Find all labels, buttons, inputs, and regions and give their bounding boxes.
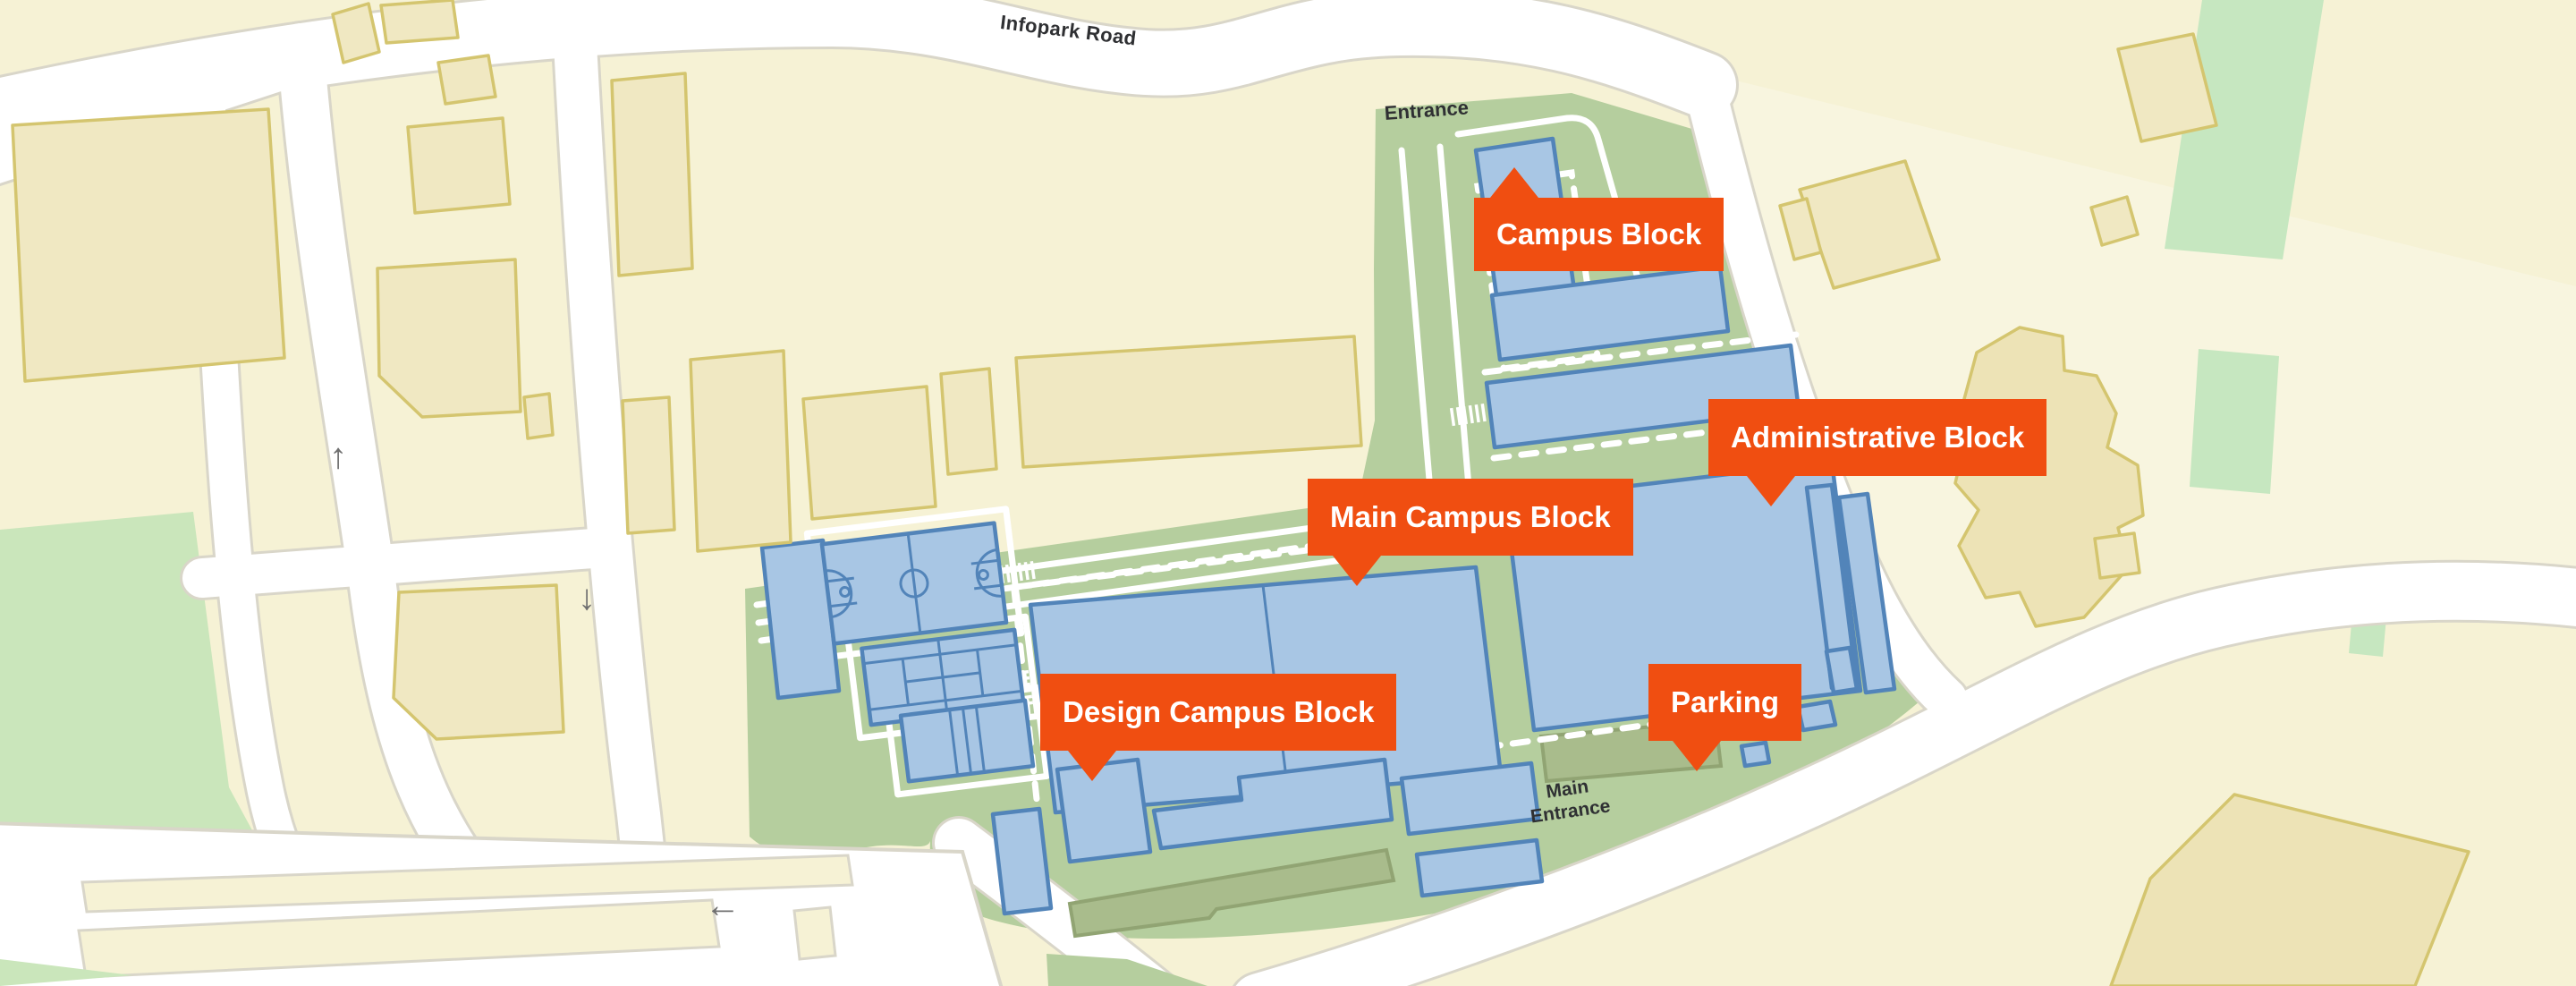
city-building (331, 2, 381, 64)
pool-building (759, 538, 842, 701)
green-sliver (0, 959, 132, 986)
campus-building (1795, 699, 1838, 733)
city-building (1014, 335, 1363, 469)
city-building (689, 349, 792, 553)
city-building (1798, 159, 1941, 290)
marker-campus-block-label: Campus Block (1496, 217, 1702, 251)
marker-design-campus-block-label: Design Campus Block (1063, 695, 1375, 728)
marker-main-campus-block[interactable]: Main Campus Block (1308, 479, 1633, 586)
city-building (406, 116, 512, 215)
campus-building (1824, 645, 1860, 695)
road-median (77, 898, 721, 979)
campus-building (1399, 761, 1541, 837)
volleyball-court (898, 698, 1036, 784)
marker-campus-block[interactable]: Campus Block (1474, 167, 1724, 271)
tennis-court (860, 627, 1026, 727)
campus-building (1489, 264, 1731, 362)
marker-design-campus-block[interactable]: Design Campus Block (1040, 674, 1397, 781)
crosswalk (1449, 403, 1487, 427)
green-patch (2190, 349, 2279, 494)
arrow-up-icon: ↑ (329, 437, 347, 476)
campus-building (1836, 491, 1897, 695)
arrow-left-icon: ← (705, 886, 741, 925)
city-building (379, 0, 460, 45)
city-building (376, 258, 522, 419)
marker-administrative-block[interactable]: Administrative Block (1708, 399, 2047, 506)
campus-building (990, 806, 1054, 916)
basketball-court (819, 521, 1009, 646)
city-building (621, 395, 676, 535)
marker-parking[interactable]: Parking (1648, 664, 1802, 771)
city-building (1778, 197, 1823, 261)
city-building (2093, 531, 2141, 580)
marker-main-campus-block-label: Main Campus Block (1330, 500, 1611, 533)
road (551, 0, 665, 885)
city-building (392, 583, 565, 741)
city-building (939, 367, 998, 476)
main-entrance-road (1235, 562, 2576, 986)
city-building (801, 385, 937, 521)
marker-parking-label: Parking (1671, 685, 1780, 718)
green-sliver (1046, 954, 1208, 986)
arrow-down-icon: ↓ (578, 578, 596, 617)
marker-administrative-block-label: Administrative Block (1731, 421, 2025, 454)
road (182, 528, 624, 598)
city-building (11, 107, 286, 383)
city-building (436, 54, 497, 106)
green-patch (2165, 0, 2324, 259)
city-buildings (11, 0, 2470, 986)
road-median (792, 905, 837, 961)
city-building (2116, 32, 2218, 143)
campus-building (1151, 757, 1394, 851)
campus-building (1414, 837, 1545, 898)
city-building (2109, 793, 2470, 986)
city-building (2089, 195, 2140, 247)
campus-building (1739, 740, 1772, 769)
parking-strip (1067, 847, 1396, 939)
city-building (522, 392, 555, 440)
city-building (610, 72, 694, 277)
road-median (80, 854, 854, 914)
